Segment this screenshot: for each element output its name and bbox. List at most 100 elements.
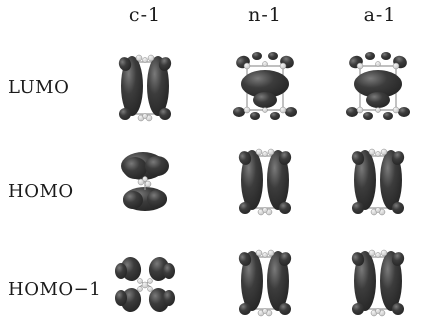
orbital-lobe	[158, 57, 172, 71]
orbital-lobe	[115, 290, 127, 306]
atom	[392, 106, 400, 114]
orbital-lobe	[163, 263, 175, 279]
orbital-lobe	[279, 303, 291, 315]
atom	[137, 178, 145, 186]
orbital-pair-vertical-icon	[118, 54, 172, 122]
atom	[147, 278, 153, 284]
atom	[243, 106, 251, 114]
orbital-pair-vertical-icon	[351, 249, 405, 317]
orbital-lobe	[123, 157, 147, 179]
orbital-lobe	[238, 252, 252, 266]
orbital-lobe	[278, 252, 292, 266]
orbital-central-torus-icon	[233, 52, 297, 120]
orbital-central-torus-icon	[346, 52, 410, 120]
atom	[142, 113, 148, 119]
orbital-lobe	[123, 191, 143, 209]
orbital-lobe	[380, 150, 402, 210]
atom	[375, 61, 381, 67]
orbital-lobe	[119, 108, 131, 120]
orbital-pair-vertical-icon	[238, 249, 292, 317]
orbital-lobe	[354, 150, 376, 210]
orbital-lobe	[159, 108, 171, 120]
atom	[356, 62, 364, 70]
atom	[279, 62, 287, 70]
atom	[262, 107, 268, 113]
orbital-lobe	[241, 150, 263, 210]
orbital-lobe	[267, 150, 289, 210]
orbital-lobe	[239, 303, 251, 315]
atom	[144, 180, 152, 188]
atom	[262, 308, 268, 314]
orbital-lobe	[365, 52, 375, 60]
atom	[262, 61, 268, 67]
orbital-lobe	[121, 56, 143, 116]
row-label-homo-minus-1: HOMO−1	[8, 279, 102, 300]
orbital-lobe	[352, 303, 364, 315]
atom	[279, 106, 287, 114]
atom	[380, 148, 388, 156]
orbital-pair-vertical-icon	[238, 148, 292, 216]
atom	[243, 62, 251, 70]
column-header-a-1: a-1	[363, 4, 397, 26]
atom	[262, 151, 268, 157]
row-label-lumo: LUMO	[8, 77, 70, 98]
orbital-lobe	[366, 92, 390, 108]
atom	[375, 151, 381, 157]
orbital-lobe	[250, 112, 260, 120]
orbital-lobe	[147, 56, 169, 116]
orbital-lobe	[238, 151, 252, 165]
orbital-pair-vertical-icon	[351, 148, 405, 216]
atom	[142, 176, 148, 182]
orbital-lobe	[398, 107, 410, 117]
atom	[368, 249, 376, 257]
orbital-lobe	[163, 290, 175, 306]
orbital-lobe	[253, 92, 277, 108]
orbital-lobe	[278, 151, 292, 165]
orbital-lobe	[380, 251, 402, 311]
orbital-lobe	[145, 156, 169, 176]
atom	[375, 207, 381, 213]
atom	[137, 286, 143, 292]
orbital-two-clouds-icon	[121, 152, 169, 211]
orbital-lobe	[270, 112, 280, 120]
atom	[392, 62, 400, 70]
atom	[368, 148, 376, 156]
atom	[137, 278, 143, 284]
orbital-lobe	[279, 202, 291, 214]
orbital-lobe	[267, 251, 289, 311]
orbital-lobe	[115, 263, 127, 279]
atom	[262, 252, 268, 258]
atom	[375, 107, 381, 113]
atom	[262, 207, 268, 213]
orbital-lobe	[383, 112, 393, 120]
orbital-lobe	[391, 252, 405, 266]
atom	[255, 249, 263, 257]
atom	[255, 148, 263, 156]
orbital-lobe	[363, 112, 373, 120]
orbital-lobe	[346, 107, 358, 117]
orbital-lobe	[147, 190, 167, 208]
atom	[356, 106, 364, 114]
orbital-lobe	[354, 251, 376, 311]
atom	[267, 148, 275, 156]
orbital-lobe	[285, 107, 297, 117]
orbital-lobe	[241, 70, 289, 98]
atom	[141, 281, 149, 289]
orbital-lobe	[351, 252, 365, 266]
atom	[142, 57, 148, 63]
orbital-four-lobes-icon	[115, 257, 175, 312]
atom	[375, 252, 381, 258]
orbital-lobe	[241, 251, 263, 311]
column-header-n-1: n-1	[248, 4, 282, 26]
orbital-lobe	[391, 151, 405, 165]
orbital-lobe	[252, 52, 262, 60]
atom	[380, 249, 388, 257]
atom	[267, 249, 275, 257]
atom	[375, 308, 381, 314]
atom	[135, 54, 143, 62]
orbital-lobe	[268, 52, 278, 60]
orbital-lobe	[239, 202, 251, 214]
orbital-lobe	[118, 57, 132, 71]
